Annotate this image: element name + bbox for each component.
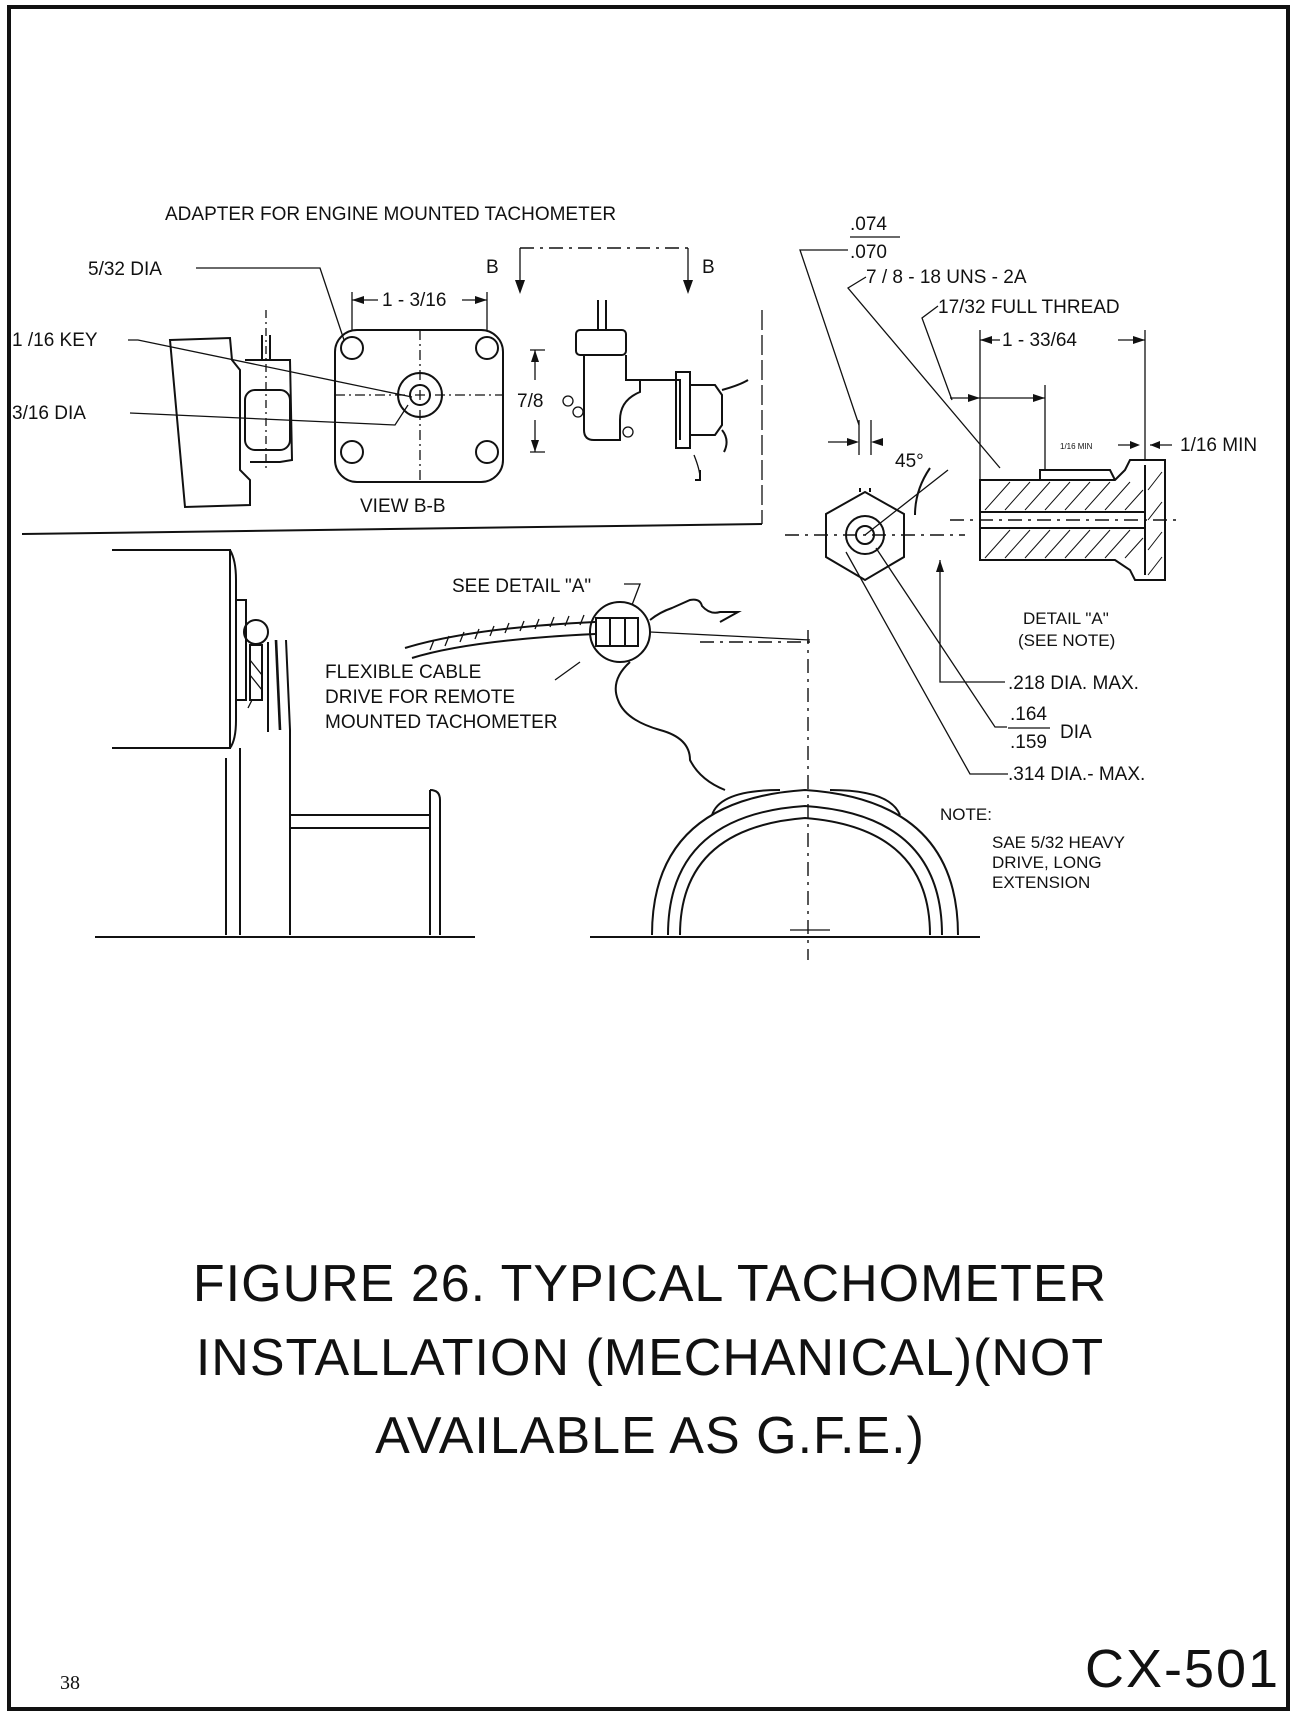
detail-a-callout-circle [589, 601, 651, 663]
tol-164: .164 [1010, 704, 1047, 725]
hex-nut [825, 490, 905, 582]
label-3-16-dia: 3/16 DIA [12, 403, 86, 424]
figure-caption-line2: INSTALLATION (MECHANICAL)(NOT [195, 1329, 1105, 1387]
thread-spec: 7 / 8 - 18 UNS - 2A [866, 267, 1027, 288]
note-line2: DRIVE, LONG [992, 853, 1102, 872]
dim-1-33-64: 1 - 33/64 [1002, 330, 1077, 351]
adapter-housing-left [168, 336, 251, 509]
dim-7-8: 7/8 [517, 391, 543, 412]
note-title: NOTE: [940, 805, 992, 824]
bolt-hole [340, 336, 364, 360]
note-line1: SAE 5/32 HEAVY [992, 833, 1125, 852]
dia-314: .314 DIA.- MAX. [1008, 764, 1145, 785]
view-bb-label: VIEW B-B [360, 496, 446, 517]
detail-a-section [979, 459, 1166, 581]
angle-45: 45° [895, 451, 924, 472]
engine-body [112, 549, 231, 749]
page-number: 38 [60, 1672, 80, 1694]
document-code: CX-501 [1085, 1639, 1281, 1699]
note-line3: EXTENSION [992, 873, 1090, 892]
section-arrows [515, 280, 693, 294]
label-1-16-key: 1 /16 KEY [12, 330, 98, 351]
tach-drive-port [243, 619, 269, 645]
flex-cable-line2: DRIVE FOR REMOTE [325, 687, 515, 708]
dim-1-3-16: 1 - 3/16 [382, 290, 446, 311]
figure-caption-line3: AVAILABLE AS G.F.E.) [375, 1407, 925, 1465]
bolt-hole [475, 336, 499, 360]
flex-cable-line1: FLEXIBLE CABLE [325, 662, 481, 683]
section-b-right: B [702, 257, 715, 278]
min-small: 1/16 MIN [1060, 442, 1093, 451]
tol-070: .070 [850, 242, 887, 263]
min-1-16: 1/16 MIN [1180, 435, 1257, 456]
detail-a-note: (SEE NOTE) [1018, 631, 1115, 650]
adapter-title: ADAPTER FOR ENGINE MOUNTED TACHOMETER [165, 204, 616, 225]
label-5-32-dia: 5/32 DIA [88, 259, 162, 280]
dia-word: DIA [1060, 722, 1092, 743]
adapter-side-flange [675, 371, 691, 449]
flex-cable-line3: MOUNTED TACHOMETER [325, 712, 558, 733]
bolt-hole [340, 440, 364, 464]
dia-218: .218 DIA. MAX. [1008, 673, 1139, 694]
tol-159: .159 [1010, 732, 1047, 753]
bolt-hole [475, 440, 499, 464]
detail-a-title: DETAIL "A" [1023, 609, 1109, 628]
section-b-left: B [486, 257, 499, 278]
see-detail-a-label: SEE DETAIL "A" [452, 576, 591, 597]
figure-caption-line1: FIGURE 26. TYPICAL TACHOMETER [192, 1255, 1108, 1313]
tol-074: .074 [850, 214, 887, 235]
full-thread: 17/32 FULL THREAD [938, 297, 1120, 318]
adapter-side-top [575, 329, 627, 356]
adapter-region-divider [21, 523, 763, 535]
page-border [7, 5, 1290, 1711]
view-bb-flange [334, 329, 504, 483]
wheel-arch-outer [651, 788, 959, 936]
